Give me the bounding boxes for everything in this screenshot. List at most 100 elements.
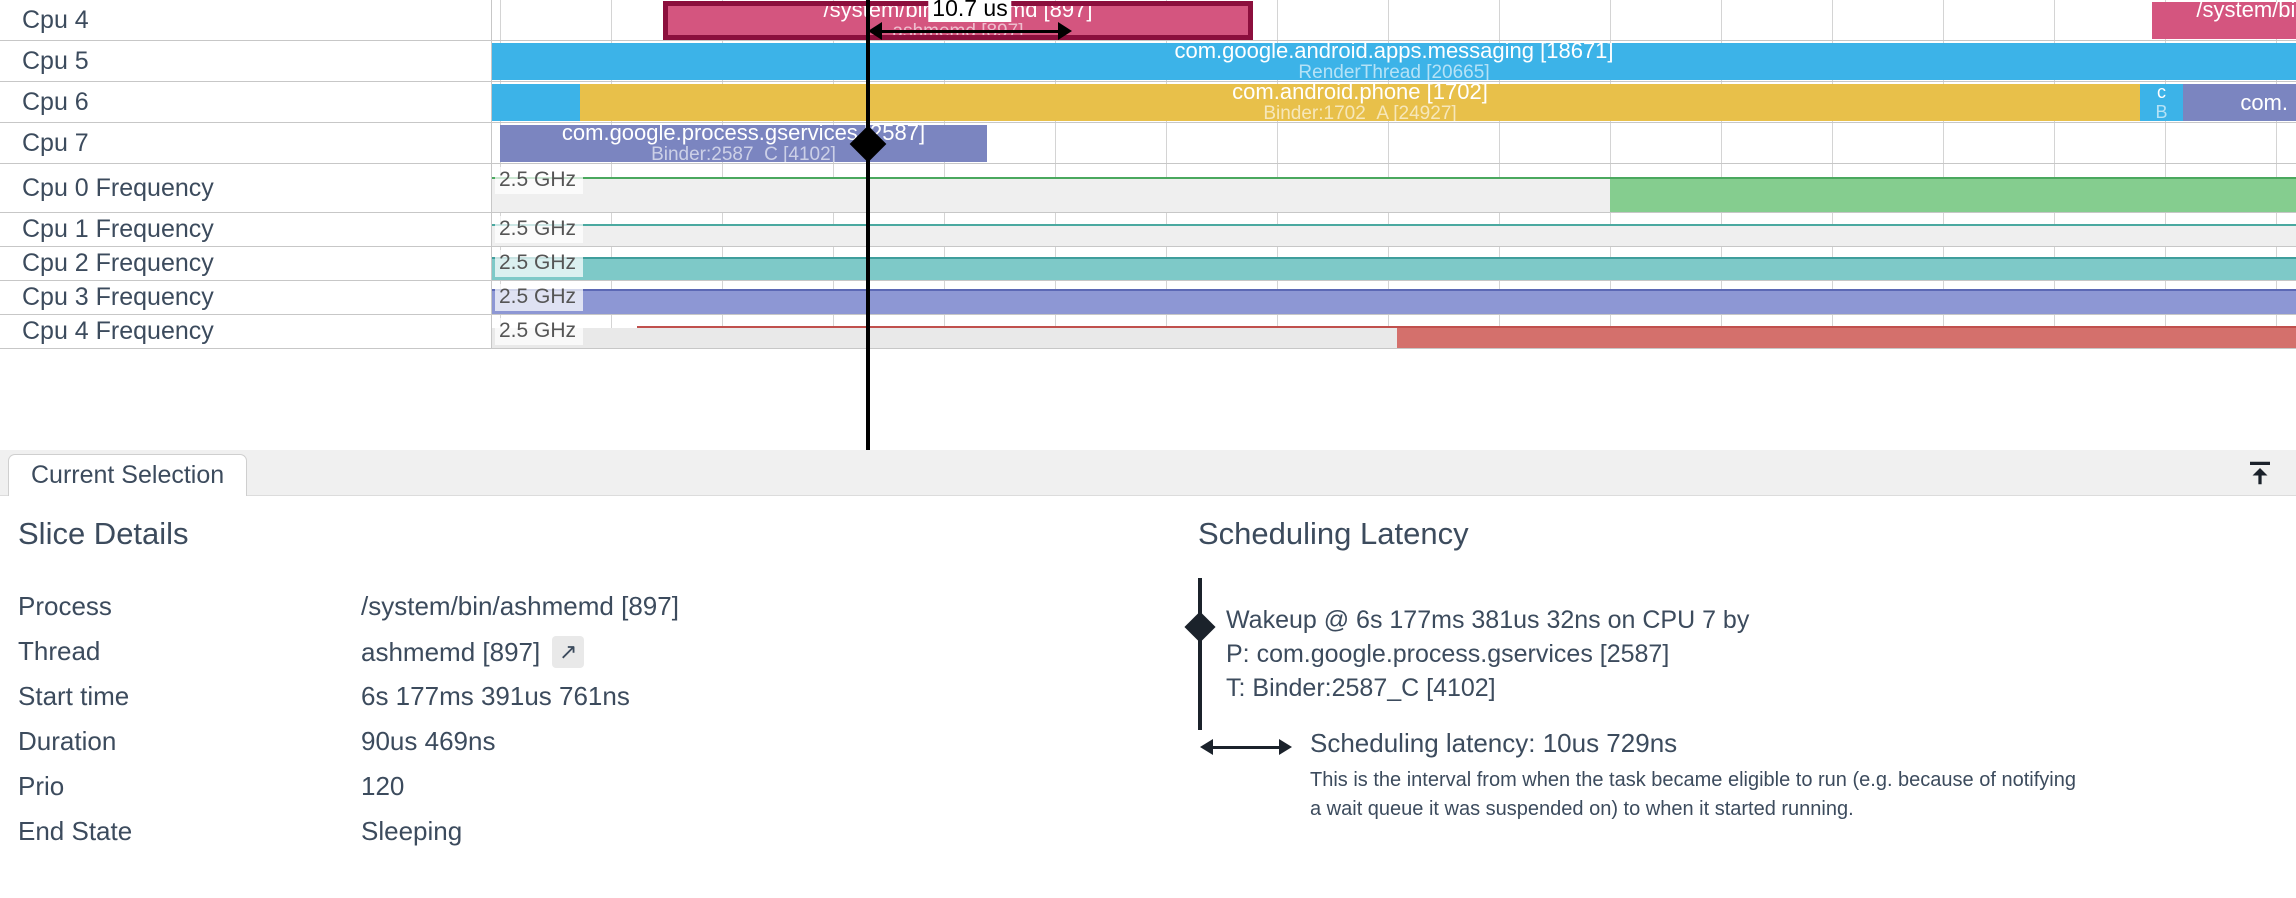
freq-line xyxy=(492,224,2296,226)
detail-row-start-time: Start time 6s 177ms 391us 761ns xyxy=(18,681,1118,726)
slice-cpu6-small[interactable]: c B xyxy=(2140,84,2183,121)
track-canvas-cpu4[interactable]: /system/bin/ashmemd [897] ashmemd [897] … xyxy=(492,0,2296,40)
slice-subtitle: Binder:2587_C [4102] xyxy=(651,144,836,162)
track-canvas-cpu1-frequency[interactable]: 2.5 GHz xyxy=(492,213,2296,246)
track-row-cpu4[interactable]: Cpu 4 /system/bin/ashmemd [897] ashmemd … xyxy=(0,0,2296,41)
slice-messaging[interactable]: com.google.android.apps.messaging [18671… xyxy=(492,43,2296,80)
open-thread-external-icon[interactable]: ↗ xyxy=(552,636,585,668)
track-label-cpu7[interactable]: Cpu 7 xyxy=(0,123,492,163)
arrow-bar xyxy=(1210,746,1282,749)
arrow-head-left xyxy=(1200,739,1213,755)
freq-fill-idle xyxy=(492,328,1397,348)
detail-value: 120 xyxy=(361,771,405,801)
collapse-panel-button[interactable] xyxy=(2238,452,2282,494)
detail-row-duration: Duration 90us 469ns xyxy=(18,726,1118,771)
track-label-text: Cpu 1 Frequency xyxy=(22,215,214,243)
slice-android-phone[interactable]: com.android.phone [1702] Binder:1702_A [… xyxy=(580,84,2140,121)
track-canvas-cpu6[interactable]: com.android.phone [1702] Binder:1702_A [… xyxy=(492,82,2296,122)
track-label-cpu6[interactable]: Cpu 6 xyxy=(0,82,492,122)
detail-value: /system/bin/ashmemd [897] xyxy=(361,591,679,621)
slice-gservices[interactable]: com.google.process.gservices [2587] Bind… xyxy=(500,125,987,162)
track-row-cpu2-frequency[interactable]: Cpu 2 Frequency 2.5 GHz xyxy=(0,247,2296,281)
track-row-cpu0-frequency[interactable]: Cpu 0 Frequency 2.5 GHz xyxy=(0,164,2296,213)
track-canvas-cpu5[interactable]: com.google.android.apps.messaging [18671… xyxy=(492,41,2296,81)
slice-subtitle: RenderThread [20665] xyxy=(1298,62,1490,80)
slice-title: /system/bin/a xyxy=(2196,2,2296,23)
track-label-cpu0-frequency[interactable]: Cpu 0 Frequency xyxy=(0,164,492,212)
slice-subtitle: Binder:1702_A [24927] xyxy=(1263,103,1457,121)
track-label-text: Cpu 5 xyxy=(22,46,89,75)
track-label-cpu4[interactable]: Cpu 4 xyxy=(0,0,492,40)
track-label-cpu4-frequency[interactable]: Cpu 4 Frequency xyxy=(0,315,492,348)
tab-strip[interactable]: Current Selection xyxy=(0,450,2296,496)
scheduling-latency-value: Scheduling latency: 10us 729ns xyxy=(1310,728,1678,758)
wakeup-vertical-line xyxy=(1198,578,1202,730)
detail-key: Thread xyxy=(18,636,101,666)
track-label-text: Cpu 4 xyxy=(22,5,89,34)
detail-value: ashmemd [897] xyxy=(361,636,541,667)
slice-title: com.android.phone [1702] xyxy=(1232,84,1488,105)
duration-annotation: 10.7 us xyxy=(868,0,1072,44)
tab-current-selection[interactable]: Current Selection xyxy=(8,454,248,496)
track-label-text: Cpu 2 Frequency xyxy=(22,249,214,277)
track-label-text: Cpu 4 Frequency xyxy=(22,317,214,345)
slice-title: c xyxy=(2157,84,2166,103)
track-row-cpu1-frequency[interactable]: Cpu 1 Frequency 2.5 GHz xyxy=(0,213,2296,247)
detail-row-process: Process /system/bin/ashmemd [897] xyxy=(18,591,1118,636)
detail-row-thread: Thread ashmemd [897] ↗ xyxy=(18,636,1118,681)
track-canvas-cpu3-frequency[interactable]: 2.5 GHz xyxy=(492,281,2296,314)
wakeup-line-3: T: Binder:2587_C [4102] xyxy=(1226,674,1496,702)
scheduling-latency-description: This is the interval from when the task … xyxy=(1310,769,2076,820)
track-row-cpu3-frequency[interactable]: Cpu 3 Frequency 2.5 GHz xyxy=(0,281,2296,315)
track-label-text: Cpu 0 Frequency xyxy=(22,173,214,202)
freq-value-label: 2.5 GHz xyxy=(495,284,584,311)
cursor-line[interactable] xyxy=(866,0,870,450)
tab-label: Current Selection xyxy=(31,461,225,489)
detail-value-wrap: ashmemd [897] ↗ xyxy=(361,636,585,668)
detail-key: Duration xyxy=(18,726,117,756)
freq-line xyxy=(492,177,2296,179)
duration-label: 10.7 us xyxy=(928,0,1012,22)
slice-title: com.google.process.gservices [2587] xyxy=(561,125,926,146)
track-label-cpu3-frequency[interactable]: Cpu 3 Frequency xyxy=(0,281,492,314)
slice-subtitle: B xyxy=(2155,101,2168,121)
track-label-cpu1-frequency[interactable]: Cpu 1 Frequency xyxy=(0,213,492,246)
slice-details-section: Slice Details Process /system/bin/ashmem… xyxy=(0,496,1180,898)
track-row-cpu6[interactable]: Cpu 6 com.android.phone [1702] Binder:17… xyxy=(0,82,2296,123)
track-canvas-cpu4-frequency[interactable]: 2.5 GHz xyxy=(492,315,2296,348)
track-label-cpu5[interactable]: Cpu 5 xyxy=(0,41,492,81)
scheduling-latency-heading: Scheduling Latency xyxy=(1198,516,1469,551)
detail-row-prio: Prio 120 xyxy=(18,771,1118,816)
detail-row-end-state: End State Sleeping xyxy=(18,816,1118,861)
track-canvas-cpu0-frequency[interactable]: 2.5 GHz xyxy=(492,164,2296,212)
track-row-cpu5[interactable]: Cpu 5 com.google.android.apps.messaging … xyxy=(0,41,2296,82)
freq-line xyxy=(637,326,2296,328)
track-label-text: Cpu 6 xyxy=(22,87,89,116)
slice-ashmemd-second[interactable]: /system/bin/a as xyxy=(2152,2,2296,39)
arrow-head-right xyxy=(1279,739,1292,755)
track-label-cpu2-frequency[interactable]: Cpu 2 Frequency xyxy=(0,247,492,280)
slice-cpu6-leading-blue[interactable] xyxy=(492,84,580,121)
freq-value-label: 2.5 GHz xyxy=(495,216,584,243)
detail-key: End State xyxy=(18,816,133,846)
freq-value-label: 2.5 GHz xyxy=(495,167,584,194)
slice-cpu6-right[interactable]: com. xyxy=(2183,84,2296,121)
track-canvas-cpu7[interactable]: com.google.process.gservices [2587] Bind… xyxy=(492,123,2296,163)
timeline-panel[interactable]: Cpu 4 /system/bin/ashmemd [897] ashmemd … xyxy=(0,0,2296,450)
detail-key: Process xyxy=(18,591,112,621)
freq-fill-active xyxy=(492,259,2296,280)
track-row-cpu7[interactable]: Cpu 7 com.google.process.gservices [2587… xyxy=(0,123,2296,164)
freq-fill-active xyxy=(492,291,2296,314)
detail-key: Start time xyxy=(18,681,130,711)
latency-interval-arrow xyxy=(1200,738,1292,758)
freq-value-label: 2.5 GHz xyxy=(495,250,584,277)
track-row-cpu4-frequency[interactable]: Cpu 4 Frequency 2.5 GHz xyxy=(0,315,2296,349)
detail-value: Sleeping xyxy=(361,816,463,846)
freq-fill-idle xyxy=(492,179,1610,212)
slice-title: com. xyxy=(2240,89,2288,115)
track-canvas-cpu2-frequency[interactable]: 2.5 GHz xyxy=(492,247,2296,280)
freq-value-label: 2.5 GHz xyxy=(495,318,584,345)
detail-value: 6s 177ms 391us 761ns xyxy=(361,681,630,711)
wakeup-line-1: Wakeup @ 6s 177ms 381us 32ns on CPU 7 by xyxy=(1226,606,1750,634)
wakeup-diamond-icon xyxy=(1184,611,1216,643)
